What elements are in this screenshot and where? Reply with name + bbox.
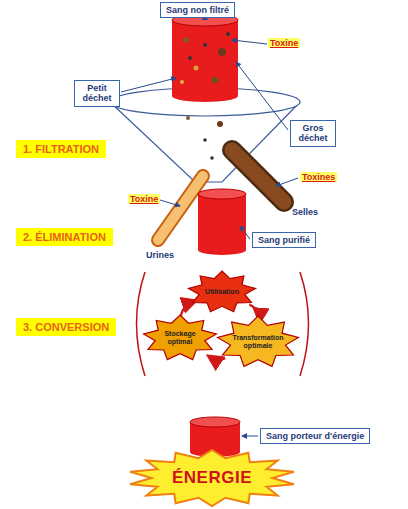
conversion-star: Utilisation	[187, 270, 257, 314]
step-title: 2. ÉLIMINATION	[16, 228, 113, 246]
output-label: Selles	[292, 207, 318, 217]
toxin-label: Toxines	[300, 172, 337, 182]
callout-box: Gros déchet	[290, 120, 336, 147]
toxin-label: Toxine	[268, 38, 300, 48]
node-text: Transformation optimale	[229, 334, 287, 349]
cycle-arrow	[209, 357, 225, 360]
node-text: 2. ÉLIMINATION	[23, 231, 106, 243]
waste-dots	[180, 32, 230, 160]
node-text: Utilisation	[205, 288, 239, 296]
output-label: Urines	[146, 250, 174, 260]
blood-cylinder	[172, 20, 238, 96]
leader-lines	[121, 15, 298, 436]
callout-box: Sang porteur d'énergie	[260, 428, 370, 444]
conversion-star: Stockage optimal	[142, 314, 218, 362]
callout-box: Sang purifié	[252, 232, 316, 248]
node-text: Gros déchet	[298, 123, 327, 143]
input-label-box: Sang non filtré	[160, 2, 235, 18]
step-title: 3. CONVERSION	[16, 318, 116, 336]
conversion-star: Transformation optimale	[216, 315, 300, 369]
node-text: 3. CONVERSION	[23, 321, 109, 333]
node-text: 1. FILTRATION	[23, 143, 99, 155]
purified-cylinder-base	[198, 245, 246, 255]
node-text: Sang purifié	[258, 235, 310, 245]
urine-tube	[158, 176, 203, 240]
purified-cylinder-top	[198, 189, 246, 199]
urine-tube-outline	[158, 176, 203, 240]
toxin-label: Toxine	[128, 194, 160, 204]
blood-cylinder-base	[172, 90, 238, 102]
step-title: 1. FILTRATION	[16, 140, 106, 158]
energy-burst: ÉNERGIE	[127, 449, 297, 507]
purified-cylinder	[198, 194, 246, 250]
bracket-right	[300, 272, 309, 376]
funnel-rim	[110, 88, 300, 116]
cycle-arrow	[181, 301, 195, 319]
node-text: Stockage optimal	[154, 330, 206, 345]
callout-box: Petit déchet	[74, 80, 120, 107]
node-text: Sang porteur d'énergie	[266, 431, 364, 441]
node-text: Sang non filtré	[166, 5, 229, 15]
energy-cylinder-top	[190, 417, 240, 427]
node-text: ÉNERGIE	[172, 469, 252, 488]
bracket-left	[137, 272, 146, 376]
node-text: Petit déchet	[82, 83, 111, 103]
